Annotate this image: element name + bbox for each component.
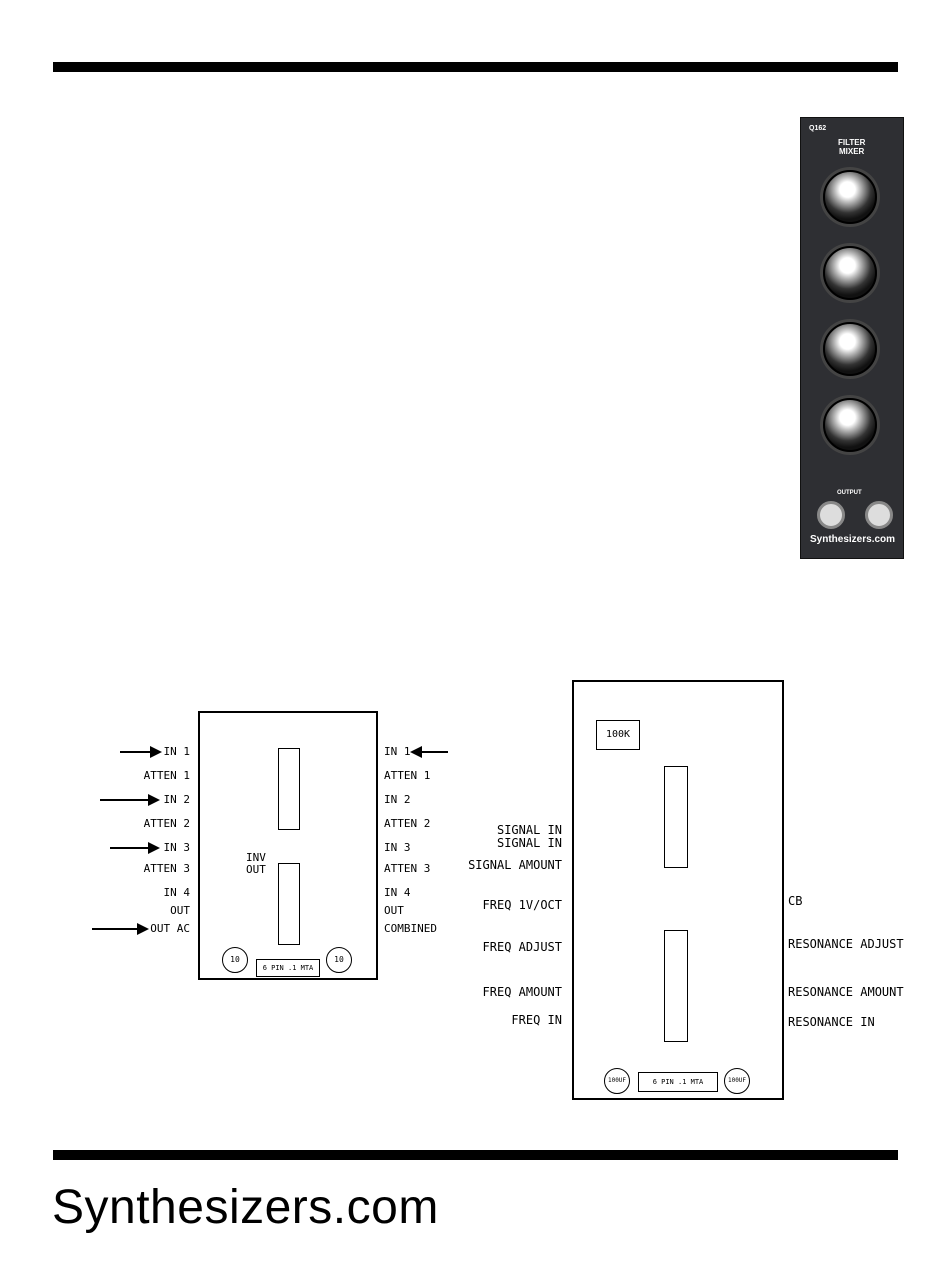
right-board-left-label-5: FREQ AMOUNT <box>482 985 562 999</box>
top-rule <box>53 62 898 72</box>
left-board-left-label-8: OUT AC <box>150 922 190 935</box>
left-board-right-label-0: IN 1 <box>384 745 411 758</box>
left-board-right-label-2: IN 2 <box>384 793 411 806</box>
left-board-left-label-0: IN 1 <box>163 745 191 758</box>
mixer-pcb: INV OUT 10 10 6 PIN .1 MTA <box>198 711 378 980</box>
output-jack-1[interactable] <box>817 501 845 529</box>
low-level-knob[interactable] <box>823 398 877 452</box>
cap-100uf-left: 100UF <box>604 1068 630 1094</box>
right-board-right-label-3: RESONANCE IN <box>788 1015 875 1029</box>
right-board-left-label-2: SIGNAL AMOUNT <box>468 858 562 872</box>
right-board-left-label-0: SIGNAL IN <box>496 823 562 837</box>
footer-logo: Synthesizers.com <box>52 1181 439 1234</box>
mta-header: 6 PIN .1 MTA <box>256 959 320 977</box>
cap-10-left: 10 <box>222 947 248 973</box>
right-board-left-label-4: FREQ ADJUST <box>482 940 562 954</box>
left-board-left-label-4: IN 3 <box>163 841 191 854</box>
out-ac-arrow <box>92 923 149 935</box>
mta-header-right: 6 PIN .1 MTA <box>638 1072 718 1092</box>
panel-brand: Synthesizers.com <box>810 534 896 545</box>
panel-output-label: OUTPUT <box>837 490 862 496</box>
right-board-right-label-0: CB <box>788 894 803 908</box>
left-board-left-label-5: ATTEN 3 <box>143 862 190 875</box>
ic-tl074-low <box>664 930 688 1042</box>
inv-out-label-1: INV <box>246 851 266 864</box>
cap-100uf-right: 100UF <box>724 1068 750 1094</box>
module-panel: Q162 FILTER MIXER OUTPUT Synthesizers.co… <box>800 117 904 559</box>
left-board-left-label-1: ATTEN 1 <box>143 769 190 782</box>
right-board-left-label-3: FREQ 1V/OCT <box>482 898 562 912</box>
ic-tl074-a <box>278 748 300 830</box>
band-level-knob[interactable] <box>823 246 877 300</box>
right-board-right-label-2: RESONANCE AMOUNT <box>788 985 904 999</box>
input-arrow-0 <box>120 746 162 758</box>
filter-pcb: 100K 6 PIN .1 MTA 100UF 100UF <box>572 680 784 1100</box>
ic-tl074-main <box>664 766 688 868</box>
left-board-right-label-5: ATTEN 3 <box>384 862 431 875</box>
high-level-knob[interactable] <box>823 170 877 224</box>
input-arrow-2 <box>100 794 160 806</box>
left-board-right-label-8: COMBINED <box>384 922 437 935</box>
left-board-left-label-2: IN 2 <box>163 793 191 806</box>
left-board-right-label-7: OUT <box>384 904 404 917</box>
panel-title-1: FILTER <box>838 138 866 147</box>
left-board-left-label-7: OUT <box>170 904 190 917</box>
inv-out-label-2: OUT <box>246 863 266 876</box>
left-board-left-label-6: IN 4 <box>163 886 191 899</box>
left-board-right-label-3: ATTEN 2 <box>384 817 431 830</box>
right-board-right-label-1: RESONANCE ADJUST <box>788 937 904 951</box>
right-board-left-label-1: SIGNAL IN <box>496 836 562 850</box>
left-board-left-label-3: ATTEN 2 <box>143 817 190 830</box>
left-board-right-label-4: IN 3 <box>384 841 411 854</box>
in1-right-arrow <box>410 746 448 758</box>
left-board-right-label-1: ATTEN 1 <box>384 769 431 782</box>
pot-100k: 100K <box>596 720 640 750</box>
output-jack-2[interactable] <box>865 501 893 529</box>
cap-10-right: 10 <box>326 947 352 973</box>
ic-tl074-b <box>278 863 300 945</box>
panel-model: Q162 <box>809 125 827 132</box>
bottom-rule <box>53 1150 898 1160</box>
input-arrow-4 <box>110 842 160 854</box>
panel-title-2: MIXER <box>839 147 865 156</box>
right-board-left-label-6: FREQ IN <box>511 1013 562 1027</box>
left-board-right-label-6: IN 4 <box>384 886 411 899</box>
notch-level-knob[interactable] <box>823 322 877 376</box>
